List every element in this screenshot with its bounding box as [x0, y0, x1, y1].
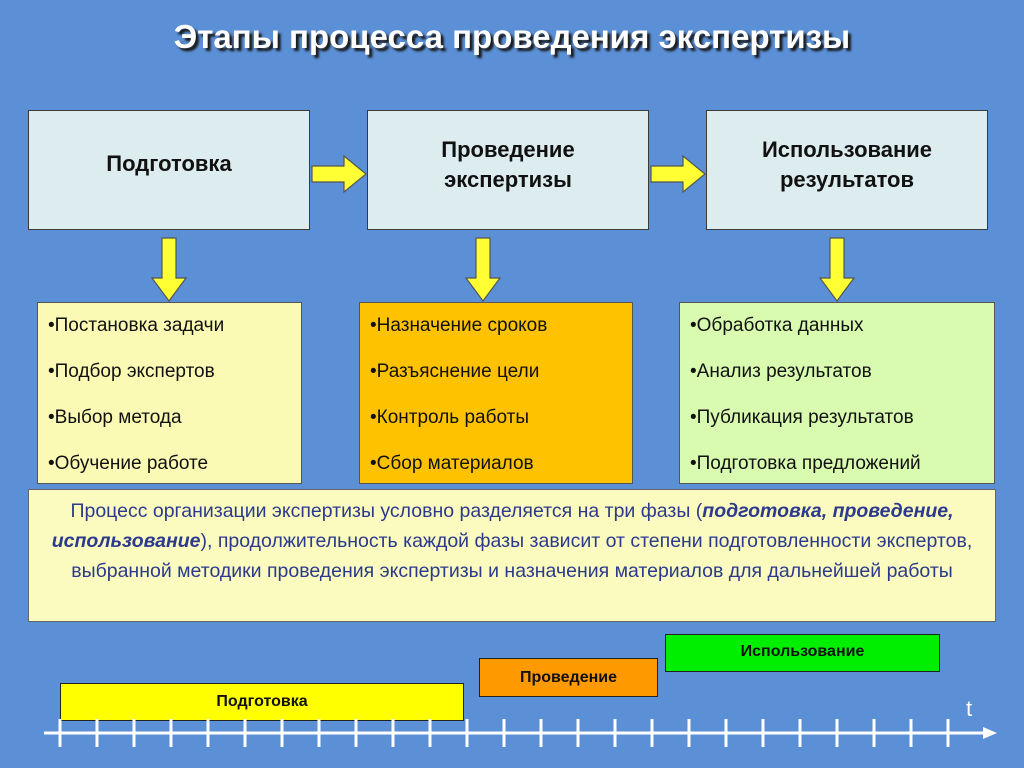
- stage-box-usage: Использование результатов: [706, 110, 988, 230]
- phase-label: Проведение: [519, 669, 618, 686]
- phase-label: Использование: [740, 643, 865, 660]
- list-item: •Выбор метода: [48, 407, 182, 428]
- list-usage-tasks: •Обработка данных •Анализ результатов •П…: [679, 302, 995, 484]
- list-item: •Публикация результатов: [690, 407, 914, 428]
- summary-text: Процесс организации экспертизы условно р…: [28, 489, 996, 622]
- stage-label: Подготовка: [106, 151, 232, 176]
- summary-part2: ), продолжительность каждой фазы зависит…: [71, 530, 973, 582]
- stage-label-second-line: результатов: [779, 167, 915, 192]
- list-conduct-tasks: •Назначение сроков •Разъяснение цели •Ко…: [359, 302, 633, 484]
- list-item: •Обработка данных: [690, 315, 864, 336]
- timeline-phase-preparation: Подготовка: [60, 683, 464, 721]
- summary-part1: Процесс организации экспертизы условно р…: [70, 500, 703, 522]
- stage-label: Использование: [761, 137, 933, 162]
- list-item: •Контроль работы: [370, 407, 529, 428]
- stage-label-second-line: экспертизы: [444, 167, 572, 192]
- summary-emphasis: подготовка, проведение, использование: [51, 500, 954, 552]
- list-item: •Подготовка предложений: [690, 453, 921, 474]
- list-item: •Обучение работе: [48, 453, 209, 474]
- list-item: •Постановка задачи: [48, 315, 225, 336]
- list-item: •Подбор экспертов: [48, 361, 215, 382]
- timeline-phase-usage: Использование: [665, 634, 940, 672]
- phase-label: Подготовка: [216, 693, 308, 710]
- stage-box-conduct: Проведение экспертизы: [367, 110, 649, 230]
- list-item: •Сбор материалов: [370, 453, 534, 474]
- timeline-phase-conduct: Проведение: [479, 658, 658, 697]
- list-preparation-tasks: •Постановка задачи •Подбор экспертов •Вы…: [37, 302, 302, 484]
- stage-box-preparation: Подготовка: [28, 110, 310, 230]
- stage-label: Проведение: [441, 137, 575, 162]
- list-item: •Разъяснение цели: [370, 361, 540, 382]
- axis-label: t: [966, 696, 972, 721]
- slide-title: Этапы процесса проведения экспертизы: [173, 18, 851, 55]
- list-item: •Назначение сроков: [370, 315, 548, 336]
- list-item: •Анализ результатов: [690, 361, 872, 382]
- axis-arrow-icon: [983, 727, 997, 739]
